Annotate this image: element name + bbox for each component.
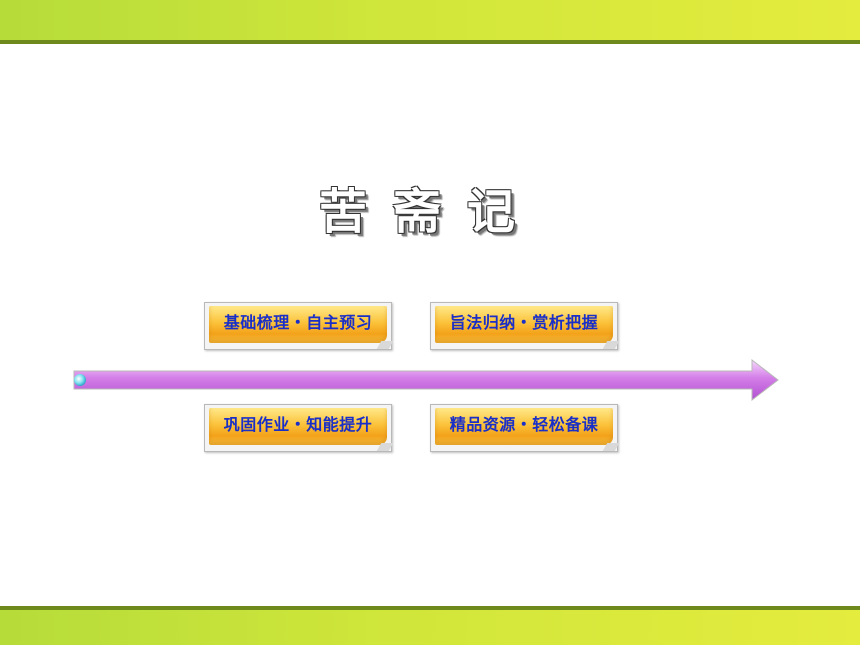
button-plate	[435, 306, 613, 343]
nav-button-homework[interactable]: 巩固作业・知能提升	[204, 404, 392, 452]
button-plate	[209, 306, 387, 343]
nav-button-label: 巩固作业・知能提升	[223, 415, 373, 434]
bottom-decor-band	[0, 610, 860, 645]
nav-button-resources[interactable]: 精品资源・轻松备课	[430, 404, 618, 452]
timeline-arrow	[73, 358, 779, 402]
timeline-start-dot	[74, 374, 86, 386]
top-decor-band	[0, 0, 860, 40]
nav-button-label: 基础梳理・自主预习	[223, 313, 373, 332]
button-plate	[435, 408, 613, 445]
top-decor-line	[0, 40, 860, 44]
nav-button-label: 旨法归纳・赏析把握	[449, 313, 599, 332]
page-title: 苦斋记	[318, 184, 541, 240]
nav-button-method-summary[interactable]: 旨法归纳・赏析把握	[430, 302, 618, 350]
nav-button-basic-review[interactable]: 基础梳理・自主预习	[204, 302, 392, 350]
nav-button-label: 精品资源・轻松备课	[449, 415, 599, 434]
button-plate	[209, 408, 387, 445]
arrow-body	[73, 358, 779, 402]
bottom-decor-line	[0, 606, 860, 610]
